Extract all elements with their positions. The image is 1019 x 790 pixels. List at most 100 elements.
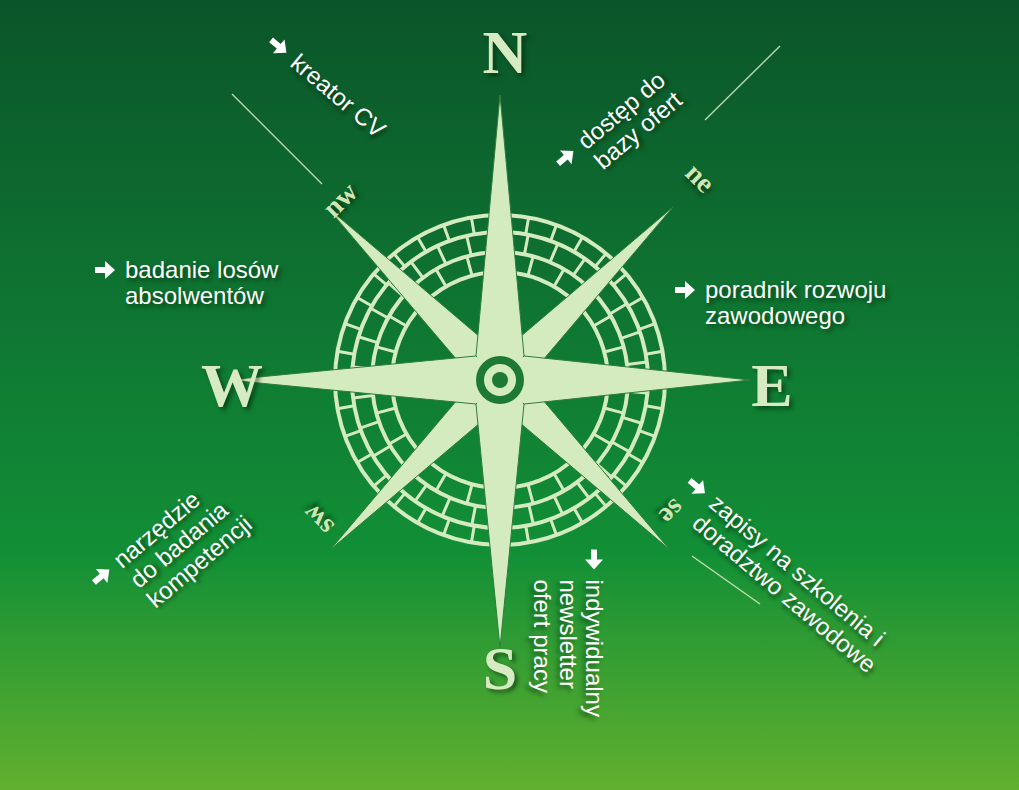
ring-segment [574, 237, 583, 252]
arrow-shape [552, 144, 579, 171]
ring-segment [467, 236, 471, 255]
hub [468, 348, 532, 412]
ring-segment [373, 446, 390, 456]
ring-segment [551, 519, 557, 535]
direction-abbr: se [653, 493, 691, 531]
direction-letter: N [483, 20, 528, 84]
ring-segment [622, 417, 641, 423]
ring-segment [389, 434, 406, 444]
ring-segment [595, 493, 606, 506]
ring-segment [338, 406, 355, 409]
direction-letter: W [201, 353, 263, 417]
ring-segment [437, 246, 445, 264]
star-point [500, 356, 750, 404]
feature-label: badanie losów absolwentów [125, 257, 315, 309]
arrow-shape [95, 261, 115, 279]
ring-segment [338, 351, 355, 354]
arrow-shape [675, 281, 695, 299]
ring-segment [358, 337, 377, 343]
feature-label: dostęp do bazy ofert [573, 50, 708, 175]
ring-segment [524, 235, 528, 255]
hub-ring [476, 356, 524, 404]
hub-core [484, 364, 516, 396]
arrow-icon [585, 550, 603, 572]
ring-segment [467, 484, 472, 503]
ring-segment [345, 324, 361, 330]
ring-segment [574, 508, 583, 523]
ring-segment [550, 244, 558, 262]
ring-segment [594, 434, 611, 444]
ring-segment [389, 316, 406, 326]
ring-segment [467, 256, 472, 275]
ring-segment [374, 475, 387, 486]
ring-segment [604, 347, 623, 352]
star-point [330, 380, 500, 550]
arrow-icon [95, 261, 117, 279]
ring-segment [551, 225, 557, 241]
feature-label: zapisy na szkolenia i doradztwo zawodowe [688, 490, 913, 691]
ring-segment [472, 506, 476, 526]
direction-letter: E [751, 353, 792, 417]
ring-segment [436, 474, 446, 491]
ring-segment [357, 454, 372, 463]
star-point [500, 380, 670, 550]
ring-segment [612, 442, 629, 452]
arrow-icon [675, 281, 697, 299]
ring-segment [639, 324, 655, 330]
ring-segment [573, 259, 584, 275]
direction-abbr: ne [679, 157, 720, 198]
ring-segment [526, 218, 529, 235]
ring-segment [646, 351, 663, 354]
ring-segment [345, 431, 361, 437]
ring-segment [436, 269, 446, 286]
arrow-icon [552, 143, 580, 171]
arrow-shape [265, 33, 292, 60]
ring-segment [471, 526, 474, 543]
arrow-icon [684, 474, 712, 502]
ring-segment [594, 316, 611, 326]
arrow-shape [88, 563, 115, 590]
ring-segment [376, 408, 395, 413]
ring-segment [442, 498, 450, 516]
ring-segment [353, 396, 373, 398]
feature-label: narzędzie do badania kompetencji [109, 467, 262, 613]
star-point [476, 380, 524, 648]
ring-segment [444, 225, 450, 241]
arrow-icon [265, 33, 293, 61]
ring-segment [554, 474, 564, 491]
ring-segment [646, 406, 663, 409]
feature-label: kreator CV [286, 49, 391, 143]
ring-segment [529, 505, 533, 524]
ring-segment [418, 237, 427, 252]
ring-segment [528, 256, 533, 275]
ring-segment [528, 484, 533, 503]
arrow-icon [88, 561, 116, 589]
ring-segment [554, 269, 564, 286]
ring-segment [621, 332, 640, 339]
star-point [476, 95, 524, 380]
feature-label: indywidualny newsletter ofert pracy [529, 580, 607, 725]
ring-segment [394, 493, 405, 506]
leader-line [232, 94, 322, 184]
star-point [327, 207, 500, 380]
arrow-shape [684, 474, 711, 501]
ring-segment [371, 308, 388, 318]
ring-segment [627, 362, 647, 364]
ring-segment [471, 218, 474, 235]
hub-center [492, 372, 508, 388]
direction-letter: S [483, 636, 517, 700]
ring-segment [639, 431, 655, 437]
leader-line [705, 46, 780, 120]
star-point [228, 356, 500, 404]
ring-segment [444, 519, 450, 535]
ring-segment [554, 496, 562, 514]
ring-segment [376, 347, 395, 352]
feature-label: poradnik rozwoju zawodowego [705, 277, 915, 329]
ring-segment [415, 485, 426, 501]
ring-segment [613, 475, 626, 486]
ring-segment [604, 408, 623, 413]
direction-abbr: nw [317, 177, 364, 224]
arrow-shape [585, 550, 603, 570]
ring-segment [577, 482, 589, 498]
ring-segment [360, 422, 379, 429]
